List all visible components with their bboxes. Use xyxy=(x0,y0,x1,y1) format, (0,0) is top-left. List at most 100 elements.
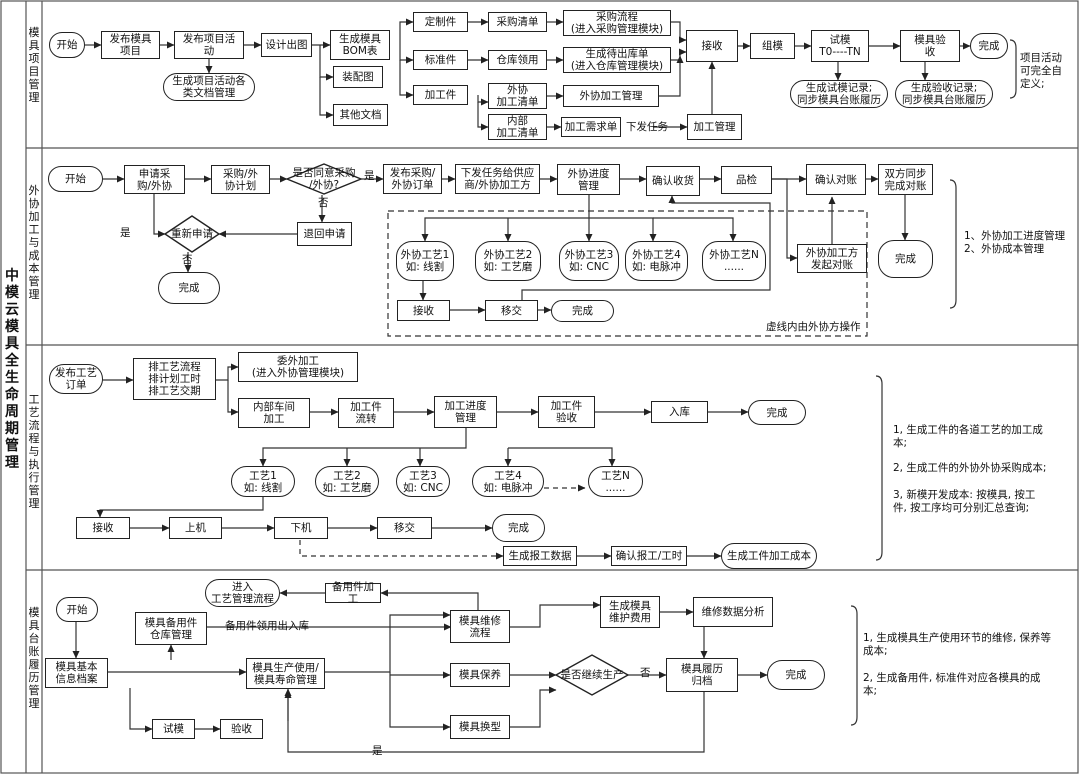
s1-acceptance: 模具验 收 xyxy=(900,30,960,62)
s2-process-n: 外协工艺N ...... xyxy=(702,241,766,281)
s2-initiate: 外协加工方 发起对账 xyxy=(797,244,867,273)
s4-note-2: 2, 生成备用件, 标准件对应各模具的成 本; xyxy=(863,672,1041,697)
s2-dashed-note: 虚线内由外协方操作 xyxy=(766,321,861,333)
s3-report: 生成报工数据 xyxy=(503,546,577,566)
s1-done: 完成 xyxy=(970,33,1008,59)
s1-processed-part: 加工件 xyxy=(413,85,468,105)
s4-note-1: 1, 生成模具生产使用环节的维修, 保养等 成本; xyxy=(863,632,1052,657)
s1-design: 设计出图 xyxy=(261,33,312,57)
decision-reapply xyxy=(163,215,221,253)
s4-maintenance: 模具保养 xyxy=(450,663,510,687)
s4-use: 模具生产使用/ 模具寿命管理 xyxy=(246,658,325,689)
s4-changeover: 模具换型 xyxy=(450,715,510,739)
s4-yes-label: 是 xyxy=(372,745,383,757)
s1-trial: 试模 T0----TN xyxy=(811,30,869,62)
s2-reapply-yes: 是 xyxy=(120,227,131,239)
s2-process-4: 外协工艺4 如: 电脉冲 xyxy=(625,241,688,281)
s1-outsource-mgmt: 外协加工管理 xyxy=(563,85,659,107)
s3-craft-n: 工艺N ...... xyxy=(588,466,643,497)
s2-notes: 1、外协加工进度管理 2、外协成本管理 xyxy=(964,230,1066,255)
s1-trial-record: 生成试模记录; 同步模具台账履历 xyxy=(790,80,888,108)
s4-trial: 试模 xyxy=(152,719,195,739)
s3-note-1: 1, 生成工件的各道工艺的加工成 本; xyxy=(893,424,1043,449)
s3-receive: 接收 xyxy=(76,517,130,539)
s3-craft-4: 工艺4 如: 电脉冲 xyxy=(472,466,544,497)
s1-issue-task-label: 下发任务 xyxy=(626,121,668,133)
s3-craft-1: 工艺1 如: 线割 xyxy=(231,466,295,497)
s4-history: 模具履历 归档 xyxy=(666,658,738,692)
s4-archive: 模具基本 信息档案 xyxy=(45,658,108,688)
s2-reapply-label: 重新申请 xyxy=(171,228,213,240)
s3-transfer: 移交 xyxy=(377,517,432,539)
s1-pending-outbound: 生成待出库单 (进入仓库管理模块) xyxy=(563,47,671,73)
s4-enter-process: 进入 工艺管理流程 xyxy=(205,579,280,607)
s1-generate-docs: 生成项目活动各 类文档管理 xyxy=(163,73,255,101)
s1-start: 开始 xyxy=(49,32,85,58)
s4-done: 完成 xyxy=(767,660,825,690)
s2-agree-label: 是否同意采购 /外协? xyxy=(292,167,356,191)
lane-4-label: 模具台账履历管理 xyxy=(28,606,40,710)
s1-receive: 接收 xyxy=(686,30,738,62)
s2-plan: 采购/外 协计划 xyxy=(211,165,270,194)
s3-store: 入库 xyxy=(651,401,708,423)
s2-no-label: 否 xyxy=(318,197,329,209)
s2-confirm: 确认收货 xyxy=(646,166,700,196)
s2-process-1: 外协工艺1 如: 线割 xyxy=(396,241,454,281)
s1-purchase-list: 采购清单 xyxy=(488,12,547,32)
s2-process-3: 外协工艺3 如: CNC xyxy=(559,241,619,281)
lane-1-label: 模具项目管理 xyxy=(28,26,40,104)
s1-publish-project: 发布模具 项目 xyxy=(101,31,160,59)
s2-reapply-no: 否 xyxy=(182,254,193,266)
s3-workshop: 内部车间 加工 xyxy=(238,398,310,428)
decision-agree xyxy=(285,163,363,195)
s2-start: 开始 xyxy=(48,166,103,192)
s4-analysis: 维修数据分析 xyxy=(693,597,773,627)
s3-cost: 生成工件加工成本 xyxy=(721,543,817,569)
s3-note-3: 3, 新模开发成本: 按模具, 按工 件, 按工序均可分别汇总查询; xyxy=(893,489,1036,514)
s1-assemble: 组模 xyxy=(750,33,795,59)
s1-accept-record: 生成验收记录; 同步模具台账履历 xyxy=(895,80,993,108)
s1-publish-activity: 发布项目活 动 xyxy=(174,31,244,59)
s1-custom-part: 定制件 xyxy=(413,12,468,32)
s4-spare-process: 备用件加工 xyxy=(325,581,381,605)
s4-repair: 模具维修 流程 xyxy=(450,610,510,643)
s3-craft-3: 工艺3 如: CNC xyxy=(396,466,450,497)
s4-maint-cost: 生成模具 维护费用 xyxy=(600,596,660,628)
s4-start: 开始 xyxy=(56,597,98,622)
main-title: 中模云模具全生命周期管理 xyxy=(5,268,19,471)
s4-spare-label: 备用件领用出入库 xyxy=(225,620,309,632)
s3-check: 加工件 验收 xyxy=(538,396,595,428)
s1-internal-list: 内部 加工清单 xyxy=(488,114,547,140)
s1-other-docs: 其他文档 xyxy=(333,104,388,126)
s2-process-2: 外协工艺2 如: 工艺磨 xyxy=(475,241,541,281)
s1-outsource-list: 外协 加工清单 xyxy=(488,83,547,109)
s1-standard-part: 标准件 xyxy=(413,50,468,70)
s2-reject: 退回申请 xyxy=(297,222,352,246)
s2-yes-label: 是 xyxy=(364,170,375,182)
s1-note: 项目活动 可完全自 定义; xyxy=(1020,52,1062,90)
s2-apply: 申请采 购/外协 xyxy=(124,165,185,194)
s2-progress: 外协进度 管理 xyxy=(557,164,620,195)
s3-schedule: 排工艺流程 排计划工时 排工艺交期 xyxy=(133,358,216,400)
s3-done-2: 完成 xyxy=(492,514,545,542)
s3-done: 完成 xyxy=(748,400,806,425)
s1-bom: 生成模具 BOM表 xyxy=(330,30,390,60)
s4-spare-warehouse: 模具备用件 仓库管理 xyxy=(135,612,207,645)
s3-flow: 加工件 流转 xyxy=(338,398,394,428)
lane-2-label: 外协加工与成本管理 xyxy=(28,184,40,301)
s1-demand: 加工需求单 xyxy=(561,117,621,137)
s3-progress: 加工进度 管理 xyxy=(434,396,497,428)
s3-mount: 上机 xyxy=(169,517,222,539)
decision-continue xyxy=(554,654,630,696)
s1-warehouse: 仓库领用 xyxy=(488,50,547,70)
s3-order: 发布工艺 订单 xyxy=(49,364,103,394)
s2-dispatch: 下发任务给供应 商/外协加工方 xyxy=(455,164,540,194)
s3-note-2: 2, 生成工件的外协外协采购成本; xyxy=(893,462,1047,474)
s4-accept: 验收 xyxy=(220,719,263,739)
s1-purchase-flow: 采购流程 (进入采购管理模块) xyxy=(563,10,671,36)
s3-unmount: 下机 xyxy=(274,517,328,539)
s3-outsource: 委外加工 (进入外协管理模块) xyxy=(238,352,358,382)
s2-done-c: 完成 xyxy=(551,300,614,322)
